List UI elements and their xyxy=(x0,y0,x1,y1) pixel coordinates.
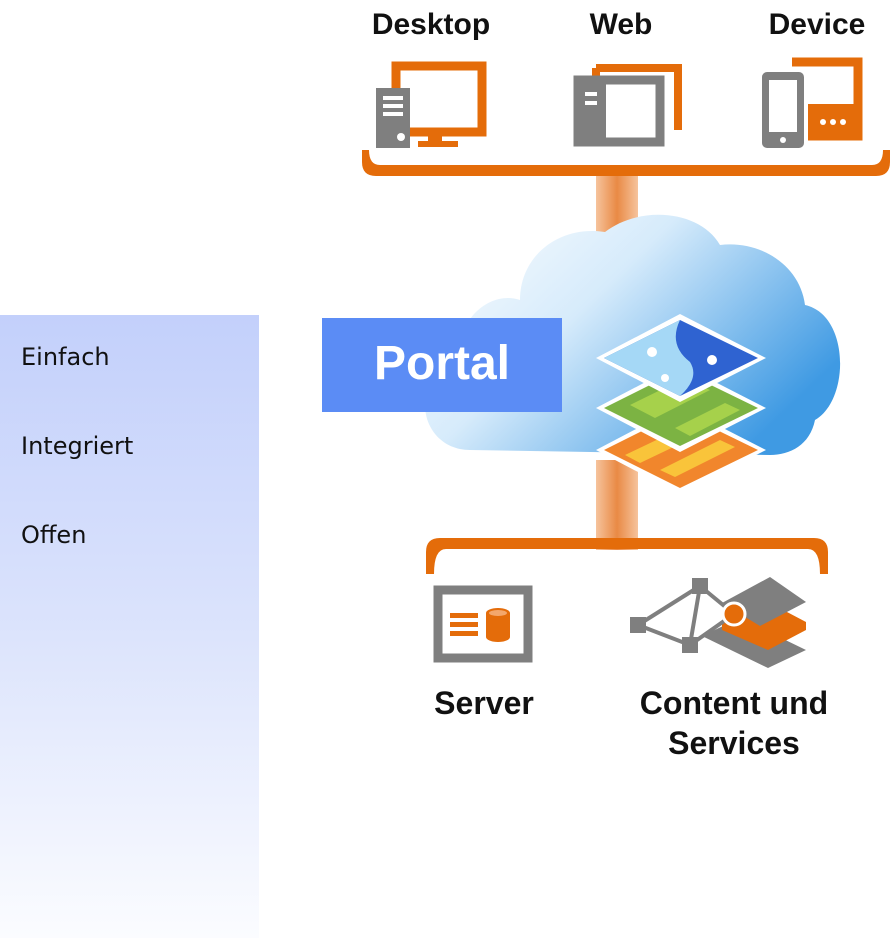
portal-box: Portal xyxy=(322,318,562,412)
map-layers-icon xyxy=(596,314,766,494)
web-icon xyxy=(573,64,682,147)
device-label: Device xyxy=(768,8,866,41)
bottom-connector xyxy=(596,460,638,550)
server-icon xyxy=(433,585,533,663)
content-services-line1: Content und xyxy=(639,685,829,721)
desktop-icon xyxy=(376,61,487,148)
feature-offen: Offen xyxy=(21,521,87,549)
feature-panel: Einfach Integriert Offen xyxy=(0,315,259,938)
backend-bar xyxy=(426,538,828,574)
device-icon xyxy=(762,57,863,148)
server-label: Server xyxy=(434,685,534,721)
content-services-line2: Services xyxy=(668,725,800,761)
desktop-label: Desktop xyxy=(371,8,491,41)
feature-integriert: Integriert xyxy=(21,432,134,460)
client-bar xyxy=(362,150,890,176)
web-label: Web xyxy=(589,8,653,41)
content-services-label: Content und Services xyxy=(612,683,856,763)
portal-label: Portal xyxy=(373,337,511,390)
content-services-icon xyxy=(630,577,806,668)
feature-einfach: Einfach xyxy=(21,343,110,371)
